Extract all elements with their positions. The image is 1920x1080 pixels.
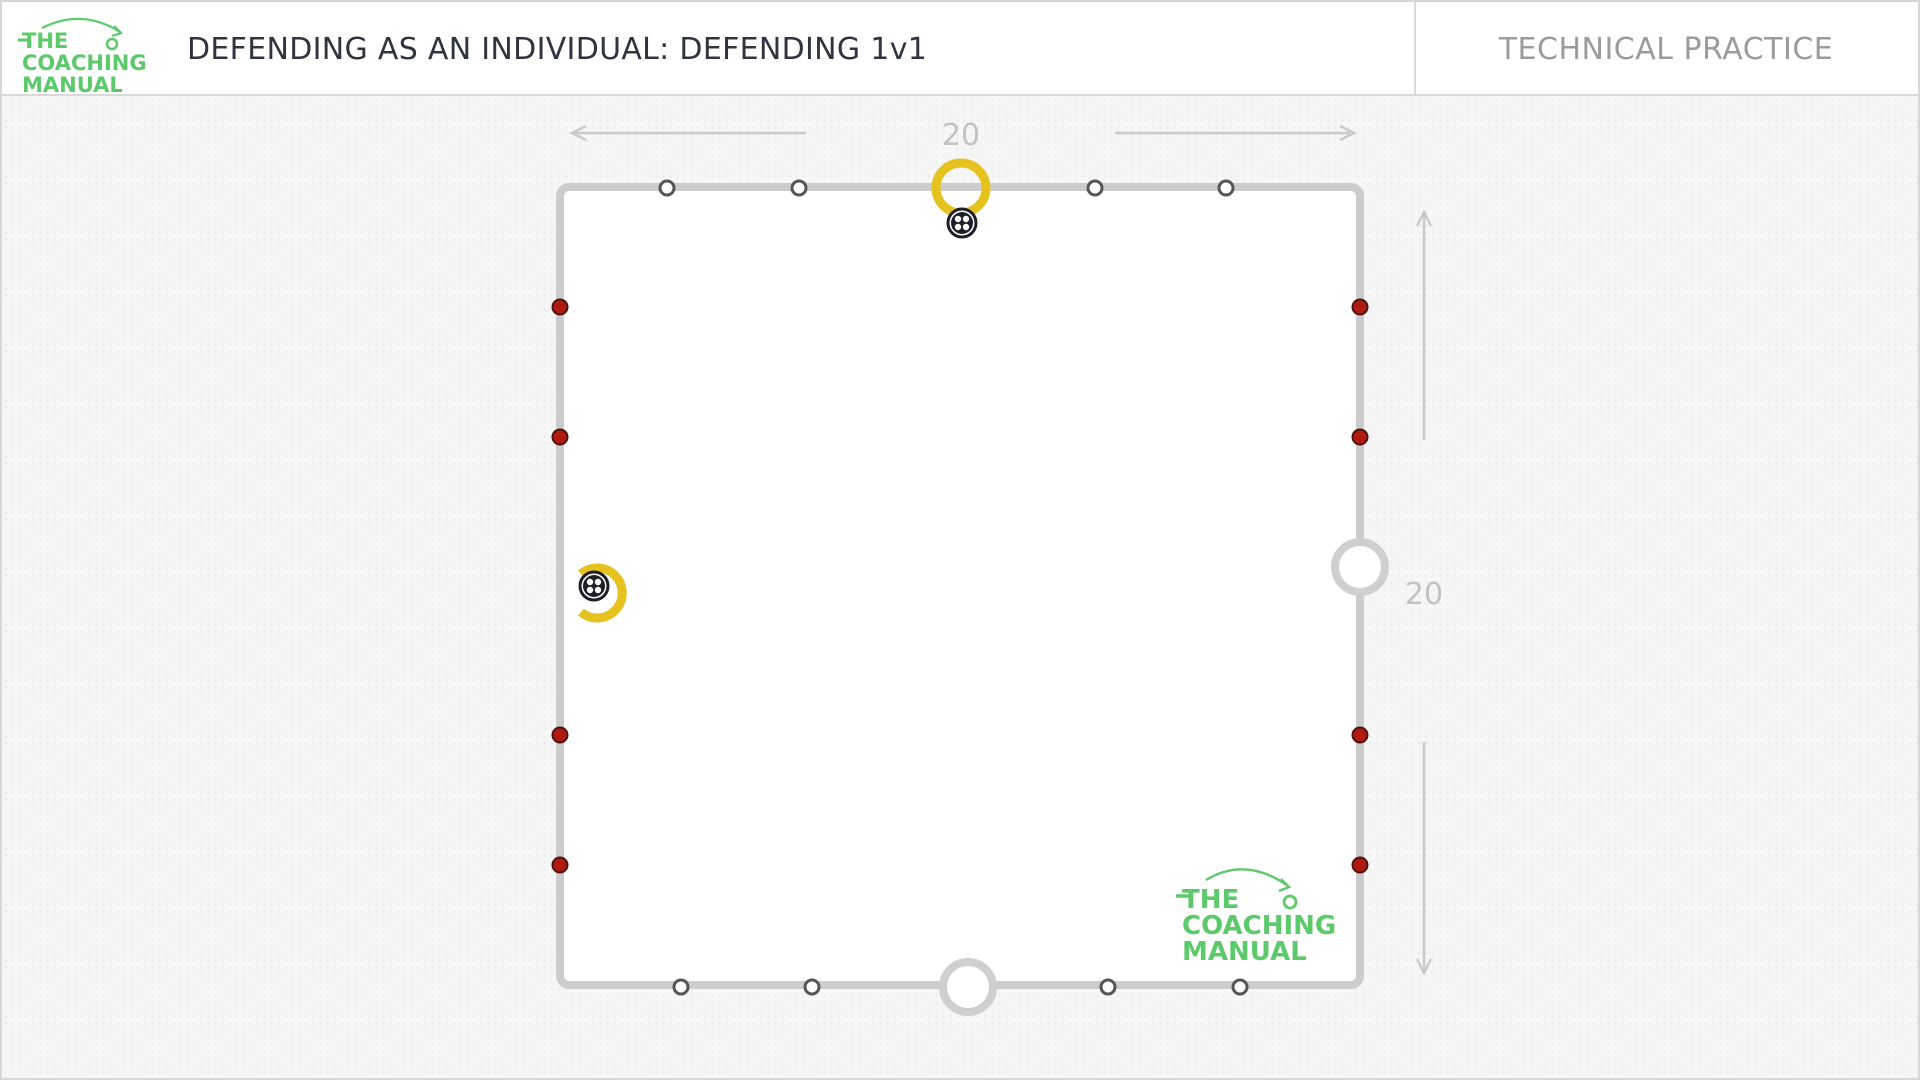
logo-word-2: COACHING [22,51,147,75]
watermark-logo: THE COACHING MANUAL [1176,868,1336,967]
width-dimension: 20 [569,118,1357,153]
player-left [578,563,627,623]
logo-word-3: MANUAL [22,73,123,94]
cone-red [1351,856,1369,874]
cone-red [1351,428,1369,446]
practice-square [556,183,1364,989]
cone-red [551,298,569,316]
cones-left [551,298,569,874]
header-bar: THE COACHING MANUAL DEFENDING AS AN INDI… [2,2,1918,96]
cone-white [790,179,808,197]
page-title: DEFENDING AS AN INDIVIDUAL: DEFENDING 1v… [187,32,928,67]
cone-red [551,726,569,744]
width-label: 20 [942,118,980,153]
coaching-manual-logo: THE COACHING MANUAL [18,17,147,94]
height-dimension: 20 [1405,209,1443,976]
cone-white [658,179,676,197]
end-marker-bottom [939,958,997,1016]
practice-category: TECHNICAL PRACTICE [1498,32,1834,67]
cone-white [1099,978,1117,996]
cones-right [1351,298,1369,874]
cones-top [658,179,1235,197]
cone-red [1351,298,1369,316]
cone-red [1351,726,1369,744]
watermark-word-2: COACHING [1182,911,1336,941]
watermark-word-1: THE [1182,885,1239,915]
cones-bottom [672,978,1249,996]
cone-white [1231,978,1249,996]
cone-white [803,978,821,996]
cone-red [551,428,569,446]
ball-top [946,207,978,239]
logo-word-1: THE [22,29,68,53]
cone-white [672,978,690,996]
header-divider [1414,2,1416,94]
cone-white [1217,179,1235,197]
height-label: 20 [1405,577,1443,612]
cone-white [1086,179,1104,197]
end-marker-right [1331,538,1389,596]
cone-red [551,856,569,874]
ball-left [578,570,610,602]
watermark-word-3: MANUAL [1182,937,1307,967]
